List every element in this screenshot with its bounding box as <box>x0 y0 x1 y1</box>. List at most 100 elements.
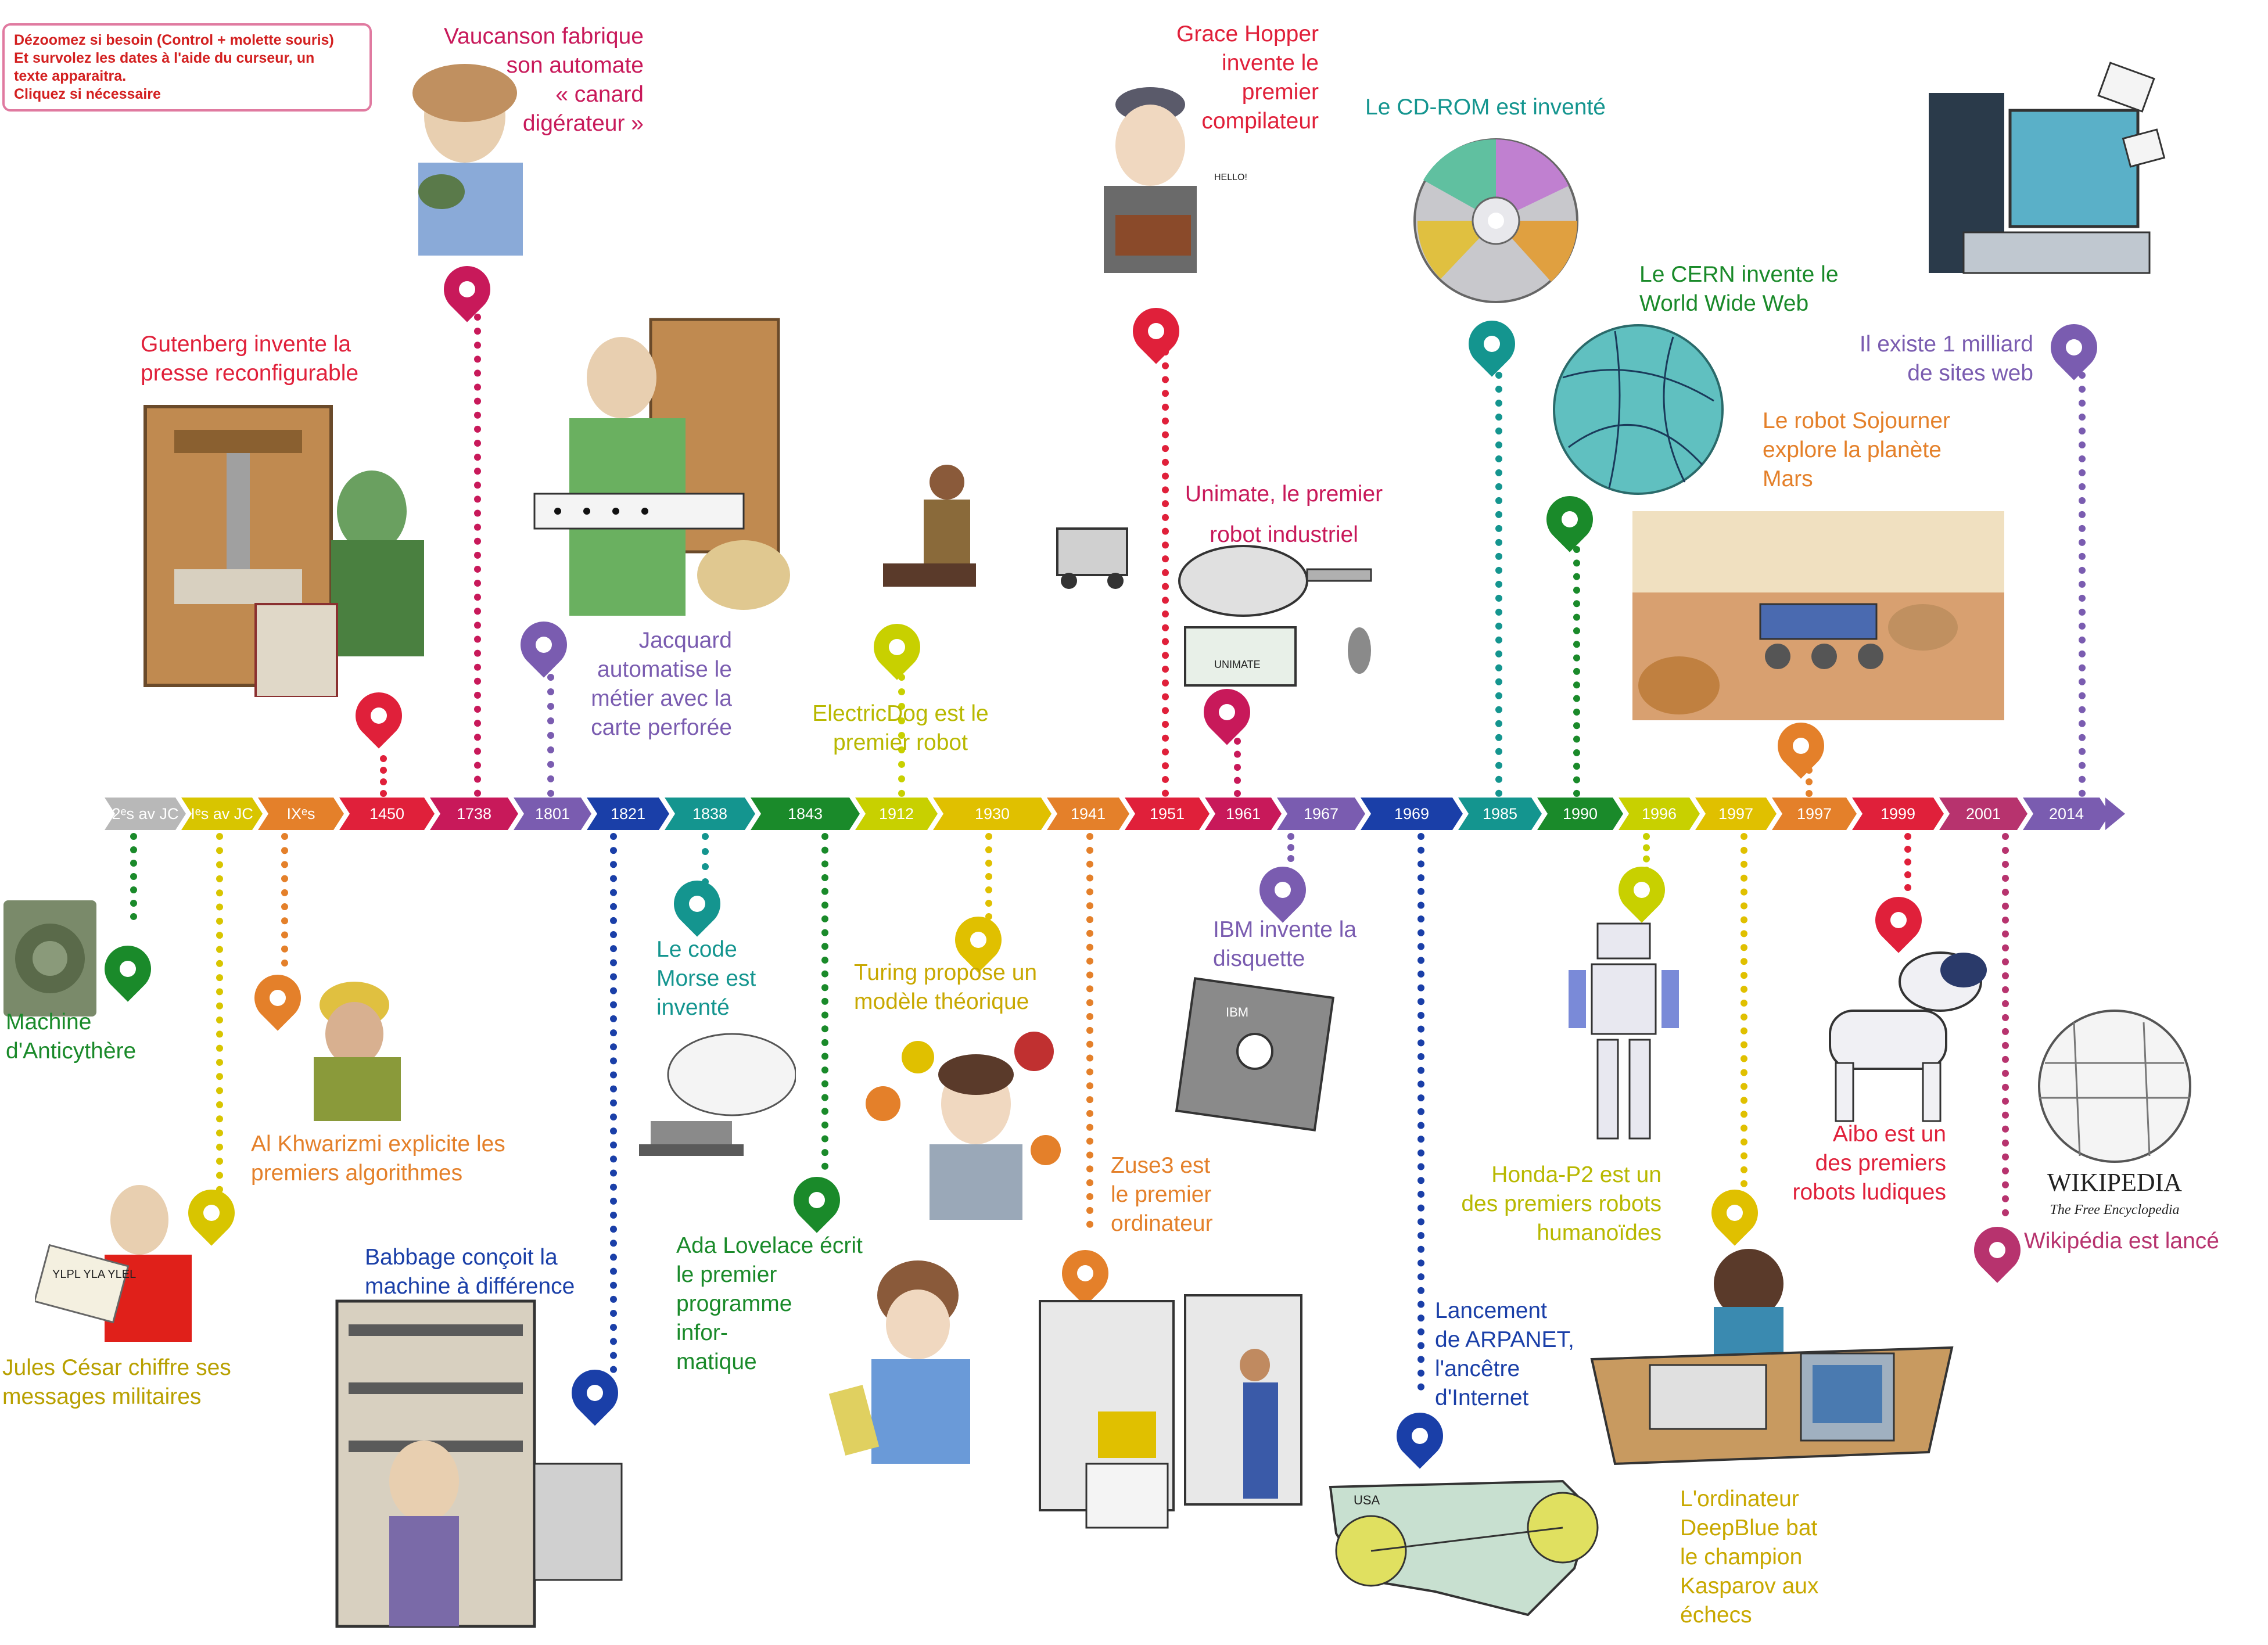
svg-text:USA: USA <box>1354 1493 1380 1507</box>
svg-text:The Free Encyclopedia: The Free Encyclopedia <box>2050 1202 2179 1217</box>
morse-telegraph-illustration <box>627 1028 797 1168</box>
date-1941[interactable]: 1941 <box>1047 798 1129 830</box>
alan-turing-illustration <box>860 1022 1069 1220</box>
pin-unimate-icon[interactable] <box>1194 679 1260 745</box>
date-1838[interactable]: 1838 <box>665 798 755 830</box>
date-1997-a[interactable]: 1997 <box>1695 798 1777 830</box>
date-2s-av-jc[interactable]: 2ᵉs av JC <box>105 798 186 830</box>
instruction-note: Dézoomez si besoin (Control + molette so… <box>2 23 372 112</box>
date-1912[interactable]: 1912 <box>855 798 938 830</box>
vaucanson-duck-illustration <box>383 58 540 256</box>
electricdog-robot-illustration <box>871 459 1139 604</box>
babbage-difference-engine-illustration <box>325 1290 627 1638</box>
label-wikipedia: Wikipédia est lancé <box>2024 1229 2219 1253</box>
pin-vaucanson-icon[interactable] <box>434 256 500 322</box>
date-1s-av-jc[interactable]: Iᵉs av JC <box>181 798 263 830</box>
pin-deepblue-icon[interactable] <box>1702 1180 1768 1246</box>
note-line-3: texte apparaitra. <box>14 68 127 84</box>
floppy-disk-illustration: IBM <box>1174 976 1336 1133</box>
date-1951[interactable]: 1951 <box>1125 798 1210 830</box>
pin-hopper-icon[interactable] <box>1123 298 1189 364</box>
svg-text:YLPL YLA YLEL: YLPL YLA YLEL <box>52 1268 136 1281</box>
pin-zuse-icon[interactable] <box>1052 1240 1118 1306</box>
aibo-robot-dog-illustration <box>1795 935 1993 1133</box>
date-1738[interactable]: 1738 <box>430 798 518 830</box>
svg-text:WIKIPEDIA: WIKIPEDIA <box>2047 1168 2182 1197</box>
date-1967[interactable]: 1967 <box>1277 798 1365 830</box>
date-1990[interactable]: 1990 <box>1537 798 1623 830</box>
timeline-arrow-head <box>2105 798 2125 830</box>
anticythere-mechanism-illustration <box>3 900 96 1017</box>
pin-khwarizmi-icon[interactable] <box>245 965 311 1031</box>
grace-hopper-illustration: HELLO! <box>1034 64 1266 273</box>
date-1843[interactable]: 1843 <box>751 798 860 830</box>
pin-disquette-icon[interactable] <box>1250 857 1316 923</box>
cdrom-disc-illustration <box>1406 134 1586 308</box>
svg-text:IBM: IBM <box>1226 1005 1248 1019</box>
pin-lovelace-icon[interactable] <box>784 1167 850 1233</box>
julius-caesar-illustration: YLPL YLA YLEL <box>33 1173 198 1348</box>
pin-honda-icon[interactable] <box>1609 857 1675 923</box>
pin-wikipedia-icon[interactable] <box>1964 1217 2030 1283</box>
sojourner-mars-rover-illustration <box>1632 511 2004 720</box>
pin-jacquard-icon[interactable] <box>511 612 577 678</box>
al-khwarizmi-illustration <box>227 958 412 1121</box>
zuse3-computer-illustration <box>1034 1290 1313 1533</box>
date-1930[interactable]: 1930 <box>933 798 1052 830</box>
pin-milliard-icon[interactable] <box>2041 314 2107 380</box>
pin-cesar-icon[interactable] <box>178 1180 245 1246</box>
date-1961[interactable]: 1961 <box>1205 798 1282 830</box>
date-ixs[interactable]: IXᵉs <box>258 798 344 830</box>
pin-morse-icon[interactable] <box>664 871 730 937</box>
date-1997-b[interactable]: 1997 <box>1772 798 1857 830</box>
pin-www-icon[interactable] <box>1537 486 1603 552</box>
note-line-2: Et survolez les dates à l'aide du curseu… <box>14 50 315 66</box>
pin-gutenberg-icon[interactable] <box>346 683 412 749</box>
deepblue-chess-illustration <box>1580 1243 1964 1499</box>
unimate-robot-illustration: UNIMATE <box>1168 534 1388 691</box>
date-2014[interactable]: 2014 <box>2023 798 2110 830</box>
pin-turing-icon[interactable] <box>945 907 1011 973</box>
date-1985[interactable]: 1985 <box>1458 798 1542 830</box>
date-1969[interactable]: 1969 <box>1361 798 1463 830</box>
pin-babbage-icon[interactable] <box>562 1360 628 1426</box>
date-1999[interactable]: 1999 <box>1852 798 1944 830</box>
pin-anticythere-icon[interactable] <box>95 936 161 1002</box>
label-cdrom: Le CD-ROM est inventé <box>1365 95 1606 120</box>
pin-arpanet-icon[interactable] <box>1387 1403 1453 1469</box>
date-1801[interactable]: 1801 <box>514 798 591 830</box>
computer-with-documents-illustration <box>1917 46 2173 314</box>
note-line-4: Cliquez si nécessaire <box>14 86 161 102</box>
pin-aibo-icon[interactable] <box>1865 887 1932 953</box>
date-2001[interactable]: 2001 <box>1939 798 2027 830</box>
pin-sojourner-icon[interactable] <box>1768 713 1834 779</box>
date-1996[interactable]: 1996 <box>1619 798 1700 830</box>
jacquard-loom-illustration <box>511 308 796 622</box>
date-1450[interactable]: 1450 <box>339 798 435 830</box>
wikipedia-globe-illustration: WIKIPEDIA The Free Encyclopedia <box>2027 1005 2202 1226</box>
pin-cdrom-icon[interactable] <box>1459 311 1525 377</box>
pin-electricdog-icon[interactable] <box>864 614 930 680</box>
date-1821[interactable]: 1821 <box>587 798 669 830</box>
ada-lovelace-illustration <box>802 1249 988 1470</box>
note-line-1: Dézoomez si besoin (Control + molette so… <box>14 32 334 48</box>
